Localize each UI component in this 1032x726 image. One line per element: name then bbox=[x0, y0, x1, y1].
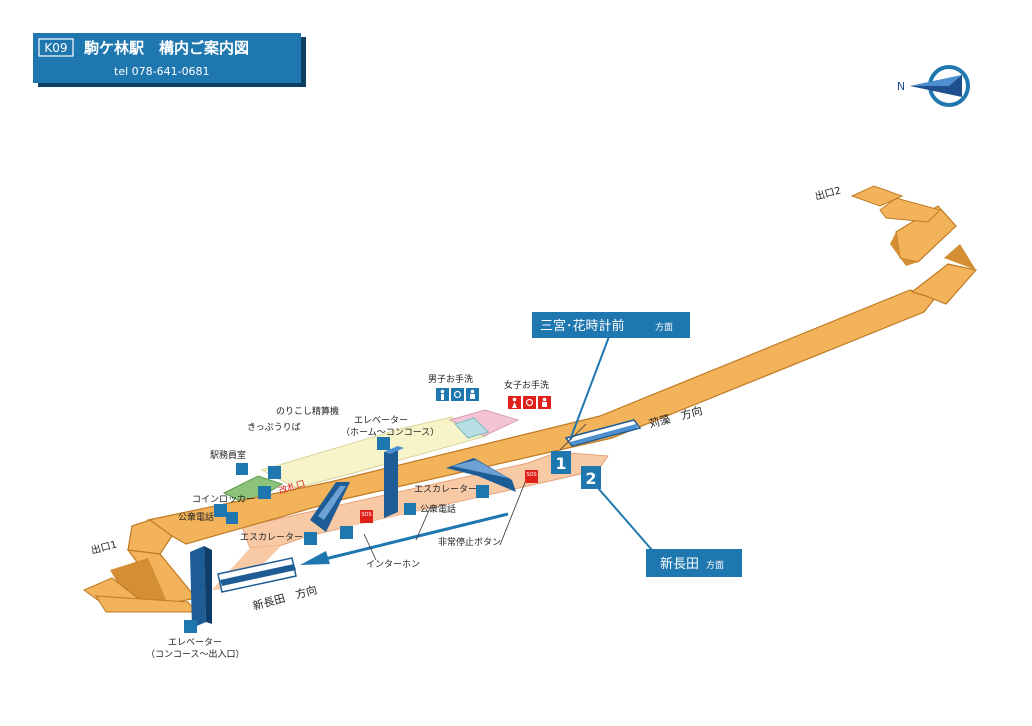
escalator-icon-right bbox=[476, 485, 489, 498]
exit2-stair-shadow bbox=[890, 232, 918, 266]
phone-icon-left bbox=[226, 512, 238, 524]
phone-number: tel 078-641-0681 bbox=[114, 65, 210, 78]
ticket-machine-icon bbox=[268, 466, 281, 479]
platform-number-1: 1 bbox=[555, 454, 566, 473]
destination-sannomiya-box bbox=[532, 312, 690, 338]
leader-emergency bbox=[415, 507, 431, 541]
escalator-left-steps bbox=[318, 486, 346, 520]
escalator-right-label: エスカレーター bbox=[414, 484, 477, 495]
intercom-label: インターホン bbox=[366, 559, 420, 570]
elevator-bottom-label: エレベーター bbox=[168, 637, 222, 648]
header: K09 駒ケ林駅 構内ご案内図 tel 078-641-0681 bbox=[33, 33, 306, 87]
womens-toilet-icons bbox=[508, 396, 551, 409]
coin-locker-icon bbox=[214, 504, 227, 517]
callout-line-shinnagata bbox=[597, 487, 653, 551]
exit2-top-end bbox=[850, 185, 904, 207]
leader-toilet bbox=[559, 423, 587, 451]
exit1-landing bbox=[127, 519, 173, 555]
direction-shinnagata: 新長田 方向 bbox=[251, 582, 318, 613]
platform-number-2-box bbox=[581, 466, 601, 489]
platform-number-1-box bbox=[551, 451, 571, 474]
elevator-top-sublabel: （ホーム～コンコース） bbox=[341, 427, 439, 438]
ticket-machine-label: きっぷうりば bbox=[247, 422, 301, 433]
fare-adjust-label: のりこし精算機 bbox=[276, 405, 339, 417]
track-line-2 bbox=[324, 512, 509, 561]
direction-arrow-west bbox=[300, 551, 330, 565]
leader-intercom bbox=[363, 533, 377, 561]
elevator-bottom-sublabel: （コンコース～出入口） bbox=[146, 648, 245, 660]
north-label: N bbox=[897, 80, 905, 93]
escalator-left-label: エスカレーター bbox=[240, 532, 303, 543]
mens-toilet-icons bbox=[436, 388, 479, 401]
emergency-button-label: 非常停止ボタン bbox=[438, 536, 501, 548]
elevator-icon-top bbox=[377, 437, 390, 450]
exit2-label: 出口2 bbox=[813, 184, 842, 203]
wheelchair-icon-female bbox=[523, 396, 536, 409]
womens-toilet-label: 女子お手洗 bbox=[504, 379, 549, 391]
payphone-mid-label: 公衆電話 bbox=[420, 503, 456, 515]
elevator-pillar-bottom-side bbox=[204, 546, 212, 624]
destination-shinnagata: 新長田 方面 bbox=[646, 549, 742, 577]
track-line-white bbox=[339, 488, 521, 532]
train-west bbox=[217, 557, 297, 593]
escalator-icon-left bbox=[304, 532, 317, 545]
elevator-pillar-bottom bbox=[190, 546, 206, 628]
exit1-stair-shadow bbox=[110, 558, 168, 612]
leader-emergency-2 bbox=[499, 479, 527, 546]
compass: N bbox=[897, 65, 970, 107]
page-title: 駒ケ林駅 構内ご案内図 bbox=[84, 39, 249, 57]
destination-shinnagata-suffix: 方面 bbox=[706, 559, 724, 571]
coin-locker-label: コインロッカー bbox=[192, 494, 255, 505]
train-east bbox=[564, 419, 642, 447]
exit2-step-1 bbox=[944, 244, 976, 270]
fare-adjust-icon bbox=[258, 486, 271, 499]
exit2-passage bbox=[910, 263, 978, 305]
intercom-icon bbox=[340, 526, 353, 539]
destination-sannomiya-name: 三宮･花時計前 bbox=[540, 318, 625, 334]
station-office-label: 駅務員室 bbox=[210, 449, 246, 461]
station-office-icon bbox=[236, 463, 248, 475]
sos-label-right: SOS bbox=[526, 472, 536, 478]
elevator-top-label: エレベーター bbox=[354, 415, 408, 426]
station-code: K09 bbox=[44, 41, 67, 55]
destination-sannomiya: 三宮･花時計前 方面 bbox=[532, 312, 690, 338]
exit1-label: 出口1 bbox=[89, 538, 118, 557]
wheelchair-icon bbox=[451, 388, 464, 401]
train-east-stripe bbox=[570, 424, 638, 445]
concourse bbox=[146, 289, 937, 545]
train-west-stripe bbox=[220, 564, 296, 586]
escalator-right-steps bbox=[452, 460, 508, 478]
station-code-box bbox=[38, 38, 74, 57]
mens-toilet-label: 男子お手洗 bbox=[428, 373, 473, 385]
callout-line-sannomiya bbox=[569, 333, 611, 441]
compass-needle-light bbox=[910, 75, 962, 86]
elevator-icon-bottom bbox=[184, 620, 197, 633]
sos-icon-right bbox=[525, 470, 538, 483]
elevator-pillar-top-cap bbox=[384, 446, 404, 454]
sos-label-left: SOS bbox=[361, 512, 371, 518]
upper-walkway bbox=[260, 416, 488, 489]
sos-icon-left bbox=[360, 510, 373, 523]
destination-shinnagata-box bbox=[646, 549, 742, 577]
header-box bbox=[33, 33, 301, 83]
destination-shinnagata-name: 新長田 bbox=[660, 556, 699, 572]
payphone-left-label: 公衆電話 bbox=[178, 511, 214, 523]
phone-icon-mid bbox=[404, 503, 416, 515]
elevator-pillar-top bbox=[384, 446, 398, 518]
platform-number-2: 2 bbox=[585, 469, 596, 488]
destination-sannomiya-suffix: 方面 bbox=[655, 321, 673, 333]
toilet-area-mens bbox=[454, 417, 489, 439]
